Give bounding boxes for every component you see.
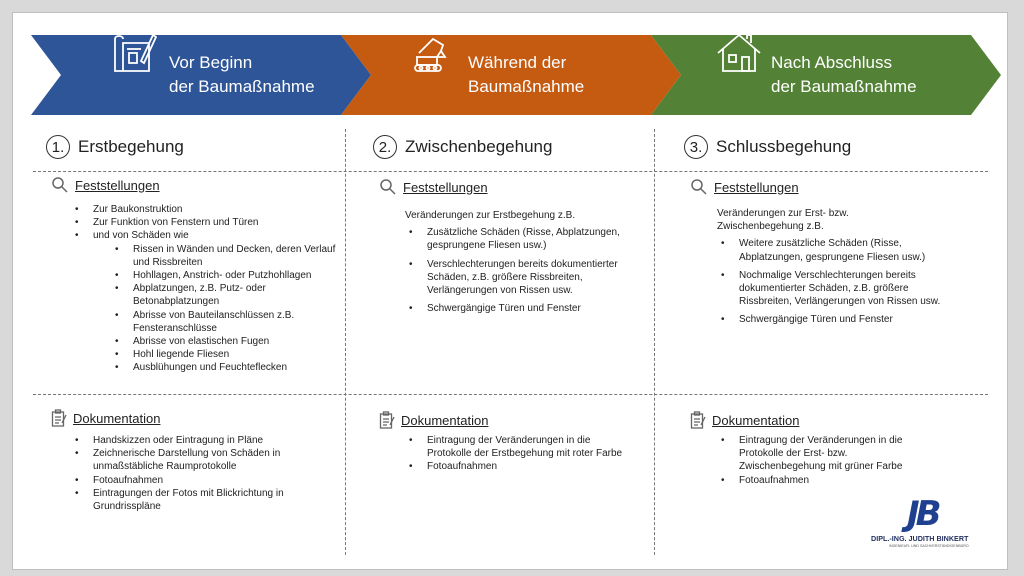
findings-title-text: Feststellungen — [75, 177, 160, 193]
findings-item: Weitere zusätzliche Schäden (Risse, Abpl… — [717, 237, 949, 263]
findings-title-3: Feststellungen — [690, 178, 799, 196]
doc-title-text: Dokumentation — [73, 410, 161, 426]
findings-item: Abrisse von Bauteilanschlüssen z.B. Fens… — [71, 309, 341, 335]
column-header-1: 1. Erstbegehung — [46, 135, 184, 159]
phase-label-line2: der Baumaßnahme — [771, 77, 917, 96]
findings-lead: Veränderungen zur Erst- bzw. Zwischenbeg… — [717, 208, 849, 233]
findings-item: Verschlechterungen bereits dokumentierte… — [405, 258, 635, 298]
house-icon — [717, 33, 761, 72]
column-divider-2 — [654, 129, 655, 555]
phase-label-after: Nach Abschluss der Baumaßnahme — [771, 35, 917, 115]
doc-item: Handskizzen oder Eintragung in Pläne — [71, 434, 321, 447]
doc-item: Fotoaufnahmen — [405, 460, 633, 473]
phase-chevron-during — [341, 35, 681, 115]
findings-item: Zur Funktion von Fenstern und Türen — [71, 216, 341, 229]
doc-item: Eintragung der Veränderungen in die Prot… — [405, 434, 633, 460]
logo-mark: JB — [907, 494, 942, 534]
step-number: 1. — [46, 135, 70, 159]
magnifier-icon — [380, 179, 396, 195]
clipboard-icon — [51, 409, 67, 427]
findings-item: Schwergängige Türen und Fenster — [717, 313, 949, 326]
doc-item: Eintragungen der Fotos mit Blickrichtung… — [71, 487, 321, 513]
phase-chevron-before — [31, 35, 371, 115]
phase-label-line1: Nach Abschluss — [771, 53, 892, 72]
phase-chevron-after — [651, 35, 1001, 115]
phase-label-before: Vor Beginn der Baumaßnahme — [169, 35, 315, 115]
column-title: Schlussbegehung — [716, 137, 852, 156]
findings-title-2: Feststellungen — [379, 178, 488, 196]
findings-item: Abrisse von elastischen Fugen — [71, 335, 341, 348]
doc-list-3: Eintragung der Veränderungen in die Prot… — [717, 434, 933, 487]
column-header-2: 2. Zwischenbegehung — [373, 135, 552, 159]
phase-banner — [31, 35, 1001, 115]
blueprint-icon — [114, 33, 157, 72]
magnifier-icon — [691, 179, 707, 195]
findings-item: Abplatzungen, z.B. Putz- oder Betonabpla… — [71, 282, 341, 308]
step-number: 2. — [373, 135, 397, 159]
excavator-icon — [414, 37, 447, 72]
findings-lead: Veränderungen zur Erstbegehung z.B. — [405, 210, 576, 221]
doc-title-1: Dokumentation — [51, 409, 160, 427]
findings-item: Nochmalige Verschlechterungen bereits do… — [717, 269, 949, 309]
divider-top — [33, 171, 988, 172]
findings-item: Ausblühungen und Feuchteflecken — [71, 361, 341, 374]
findings-title-text: Feststellungen — [403, 179, 488, 195]
doc-item: Fotoaufnahmen — [71, 474, 321, 487]
clipboard-icon — [379, 411, 395, 429]
phase-label-line1: Während der — [468, 53, 567, 72]
slide: Vor Beginn der Baumaßnahme Während der B… — [12, 12, 1008, 570]
doc-title-text: Dokumentation — [401, 412, 489, 428]
findings-item: Hohl liegende Fliesen — [71, 348, 341, 361]
column-header-3: 3. Schlussbegehung — [684, 135, 851, 159]
column-title: Zwischenbegehung — [405, 137, 553, 156]
step-number: 3. — [684, 135, 708, 159]
doc-list-2: Eintragung der Veränderungen in die Prot… — [405, 434, 633, 474]
company-logo: JB DIPL.-ING. JUDITH BINKERT INGENIEUR- … — [869, 496, 999, 556]
findings-item: und von Schäden wie — [71, 229, 341, 242]
doc-title-text: Dokumentation — [712, 412, 800, 428]
column-divider-1 — [345, 129, 346, 555]
clipboard-icon — [690, 411, 706, 429]
doc-list-1: Handskizzen oder Eintragung in PläneZeic… — [71, 434, 321, 513]
divider-middle — [33, 394, 988, 395]
findings-list-2: Veränderungen zur Erstbegehung z.B. Zusä… — [405, 209, 635, 320]
phase-label-during: Während der Baumaßnahme — [468, 35, 584, 115]
findings-item: Schwergängige Türen und Fenster — [405, 302, 635, 315]
column-title: Erstbegehung — [78, 137, 184, 156]
findings-title-text: Feststellungen — [714, 179, 799, 195]
phase-label-line2: der Baumaßnahme — [169, 77, 315, 96]
findings-item: Rissen in Wänden und Decken, deren Verla… — [71, 243, 341, 269]
phase-label-line2: Baumaßnahme — [468, 77, 585, 96]
magnifier-icon — [52, 177, 68, 193]
logo-name: DIPL.-ING. JUDITH BINKERT — [871, 534, 969, 543]
phase-label-line1: Vor Beginn — [169, 53, 253, 72]
doc-title-2: Dokumentation — [379, 411, 488, 429]
doc-item: Eintragung der Veränderungen in die Prot… — [717, 434, 933, 474]
doc-item: Fotoaufnahmen — [717, 474, 933, 487]
logo-subtitle: INGENIEUR- UND SACHVERSTÄNDIGENBÜRO — [889, 544, 969, 548]
findings-item: Hohllagen, Anstrich- oder Putzhohllagen — [71, 269, 341, 282]
doc-title-3: Dokumentation — [690, 411, 799, 429]
findings-item: Zusätzliche Schäden (Risse, Abplatzungen… — [405, 226, 635, 252]
findings-title-1: Feststellungen — [51, 176, 160, 194]
findings-item: Zur Baukonstruktion — [71, 203, 341, 216]
doc-item: Zeichnerische Darstellung von Schäden in… — [71, 447, 321, 473]
findings-list-1: Zur BaukonstruktionZur Funktion von Fens… — [71, 203, 341, 375]
findings-list-3: Veränderungen zur Erst- bzw. Zwischenbeg… — [717, 207, 949, 332]
